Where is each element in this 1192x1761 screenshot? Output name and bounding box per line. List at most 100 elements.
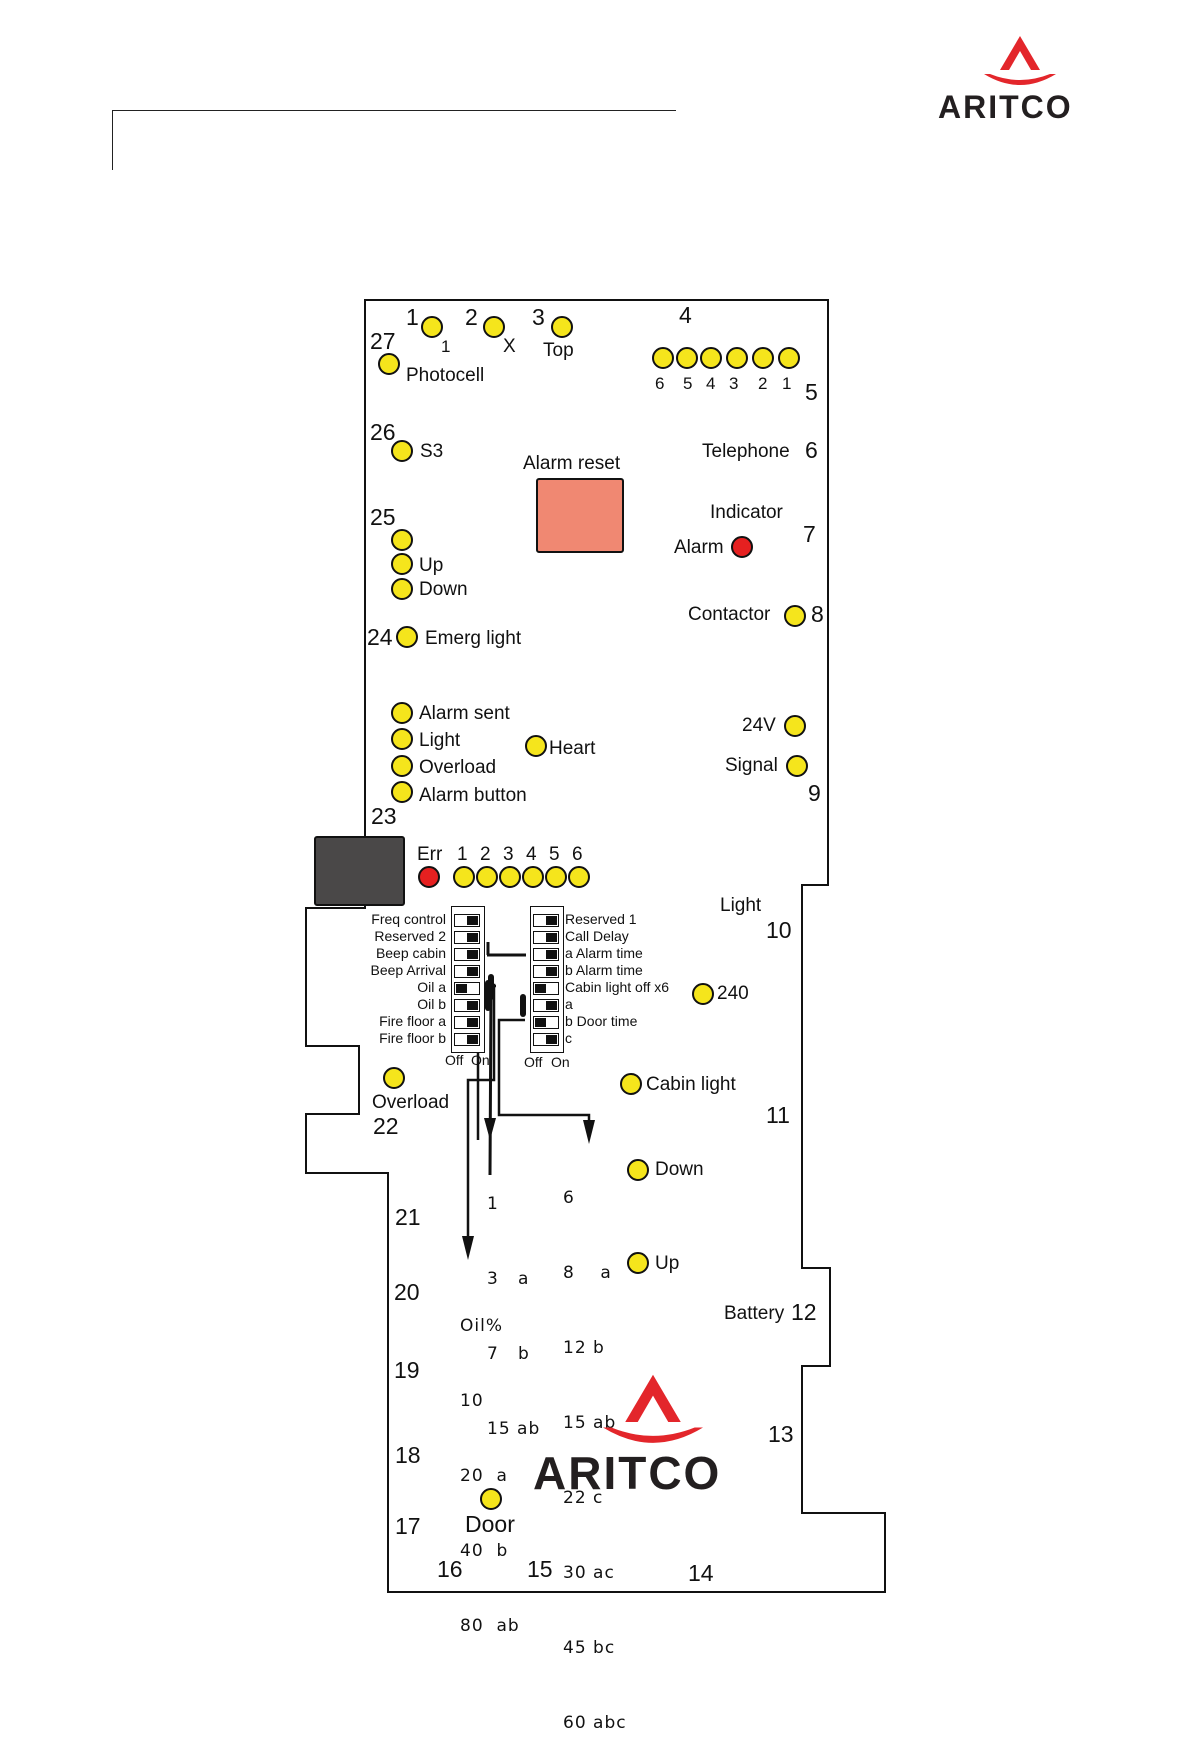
terminal-14: 14: [688, 1560, 714, 1586]
label-alarm-reset: Alarm reset: [523, 453, 621, 474]
floor-label-5: 5: [683, 374, 693, 393]
terminal-20: 20: [394, 1279, 420, 1305]
label-24v: 24V: [742, 715, 776, 736]
dip-left-label: Fire floor b: [379, 1030, 446, 1046]
dip-left-switch[interactable]: [454, 931, 480, 944]
terminal-4: 4: [679, 302, 692, 328]
terminal-7: 7: [803, 521, 816, 547]
dip-right-switch[interactable]: [533, 1016, 559, 1029]
header-rule-vertical: [112, 110, 113, 170]
terminal-12: 12: [791, 1299, 817, 1325]
err-label-1: 1: [457, 844, 468, 865]
terminal-8: 8: [811, 601, 824, 627]
dip-right-switch[interactable]: [533, 931, 559, 944]
led-terminal-25: [391, 529, 413, 551]
err-label-2: 2: [480, 844, 491, 865]
dip-right-switch[interactable]: [533, 948, 559, 961]
dip-right-label: a Alarm time: [565, 945, 643, 961]
door-time-row: 12 b: [563, 1338, 605, 1358]
led-24v: [784, 715, 806, 737]
oil-row: Oil%: [460, 1316, 503, 1336]
terminal-10: 10: [766, 917, 792, 943]
dip-bank-left: [451, 906, 485, 1053]
label-indicator: Indicator: [710, 502, 783, 523]
dip-left-switch[interactable]: [454, 982, 480, 995]
oil-row: 20 a: [460, 1466, 508, 1486]
label-overload: Overload: [419, 757, 497, 778]
led-contactor: [784, 605, 806, 627]
err-label-4: 4: [526, 844, 537, 865]
label-light: Light: [419, 730, 461, 751]
led-err-3: [499, 866, 521, 888]
dip-left-switch[interactable]: [454, 914, 480, 927]
dip-right-label: c: [565, 1030, 572, 1046]
label-alarm: Alarm: [674, 537, 724, 558]
led-floor-6: [652, 347, 674, 369]
led-alarm-button: [391, 781, 413, 803]
led-terminal-2: [483, 316, 505, 338]
dip-right-label: b Alarm time: [565, 962, 643, 978]
terminal-16: 16: [437, 1556, 463, 1582]
label-photocell: Photocell: [406, 365, 485, 386]
board-logo-text: ARITCO: [533, 1447, 722, 1499]
terminal-19: 19: [394, 1357, 420, 1383]
label-battery: Battery: [724, 1303, 785, 1324]
dip-right-label: Cabin light off x6: [565, 979, 670, 995]
dip-right-switch[interactable]: [533, 965, 559, 978]
led-err-4: [522, 866, 544, 888]
terminal-2: 2: [465, 304, 478, 330]
floor-label-2: 2: [758, 374, 768, 393]
label-cabin-light: Cabin light: [646, 1074, 736, 1095]
dip-right-label: Call Delay: [565, 928, 629, 944]
dip-left-switch[interactable]: [454, 965, 480, 978]
dip-right-switch[interactable]: [533, 1033, 559, 1046]
dip-left-label: Oil a: [417, 979, 446, 995]
led-cabin-light: [620, 1073, 642, 1095]
led-alarm-sent: [391, 702, 413, 724]
dip-left-switch[interactable]: [454, 1033, 480, 1046]
alarm-time-row: 3 a: [487, 1269, 530, 1289]
dip-left-switch[interactable]: [454, 948, 480, 961]
terminal-27: 27: [370, 328, 396, 354]
floor-label-4: 4: [706, 374, 716, 393]
header-logo: ARITCO: [935, 34, 1105, 124]
floor-label-6: 6: [655, 374, 665, 393]
dip-left-on: On: [471, 1052, 490, 1068]
door-time-row: 30 ac: [563, 1563, 615, 1583]
led-door: [480, 1488, 502, 1510]
label-contactor: Contactor: [688, 604, 771, 625]
led-terminal-1: [421, 316, 443, 338]
dip-left-switch[interactable]: [454, 999, 480, 1012]
terminal-18: 18: [395, 1442, 421, 1468]
dip-bank-right: [530, 906, 564, 1053]
label-door: Door: [465, 1511, 515, 1537]
led-up: [391, 553, 413, 575]
alarm-time-row: 7 b: [487, 1344, 530, 1364]
dip-right-switch[interactable]: [533, 999, 559, 1012]
label-down-mid: Down: [655, 1159, 704, 1180]
terminal-3: 3: [532, 304, 545, 330]
led-err-6: [568, 866, 590, 888]
led-floor-2: [752, 347, 774, 369]
terminal-5: 5: [805, 379, 818, 405]
alarm-reset-button[interactable]: [536, 478, 624, 553]
label-alarm-button: Alarm button: [419, 785, 527, 806]
led-s3: [391, 440, 413, 462]
dip-right-switch[interactable]: [533, 982, 559, 995]
dip-left-switch[interactable]: [454, 1016, 480, 1029]
dip-right-switch[interactable]: [533, 914, 559, 927]
err-button[interactable]: [314, 836, 405, 906]
label-x: X: [503, 336, 516, 357]
dip-right-label: b Door time: [565, 1013, 638, 1029]
label-emerg-light: Emerg light: [425, 628, 522, 649]
label-light-10: Light: [720, 895, 762, 916]
terminal-11: 11: [766, 1102, 790, 1128]
led-emerg-light: [396, 626, 418, 648]
led-top: [551, 316, 573, 338]
board-outline: [305, 299, 886, 1593]
label-1: 1: [441, 337, 451, 356]
header-logo-text: ARITCO: [938, 89, 1073, 125]
terminal-25: 25: [370, 504, 396, 530]
label-telephone: Telephone: [702, 441, 790, 462]
terminal-9: 9: [808, 780, 821, 806]
